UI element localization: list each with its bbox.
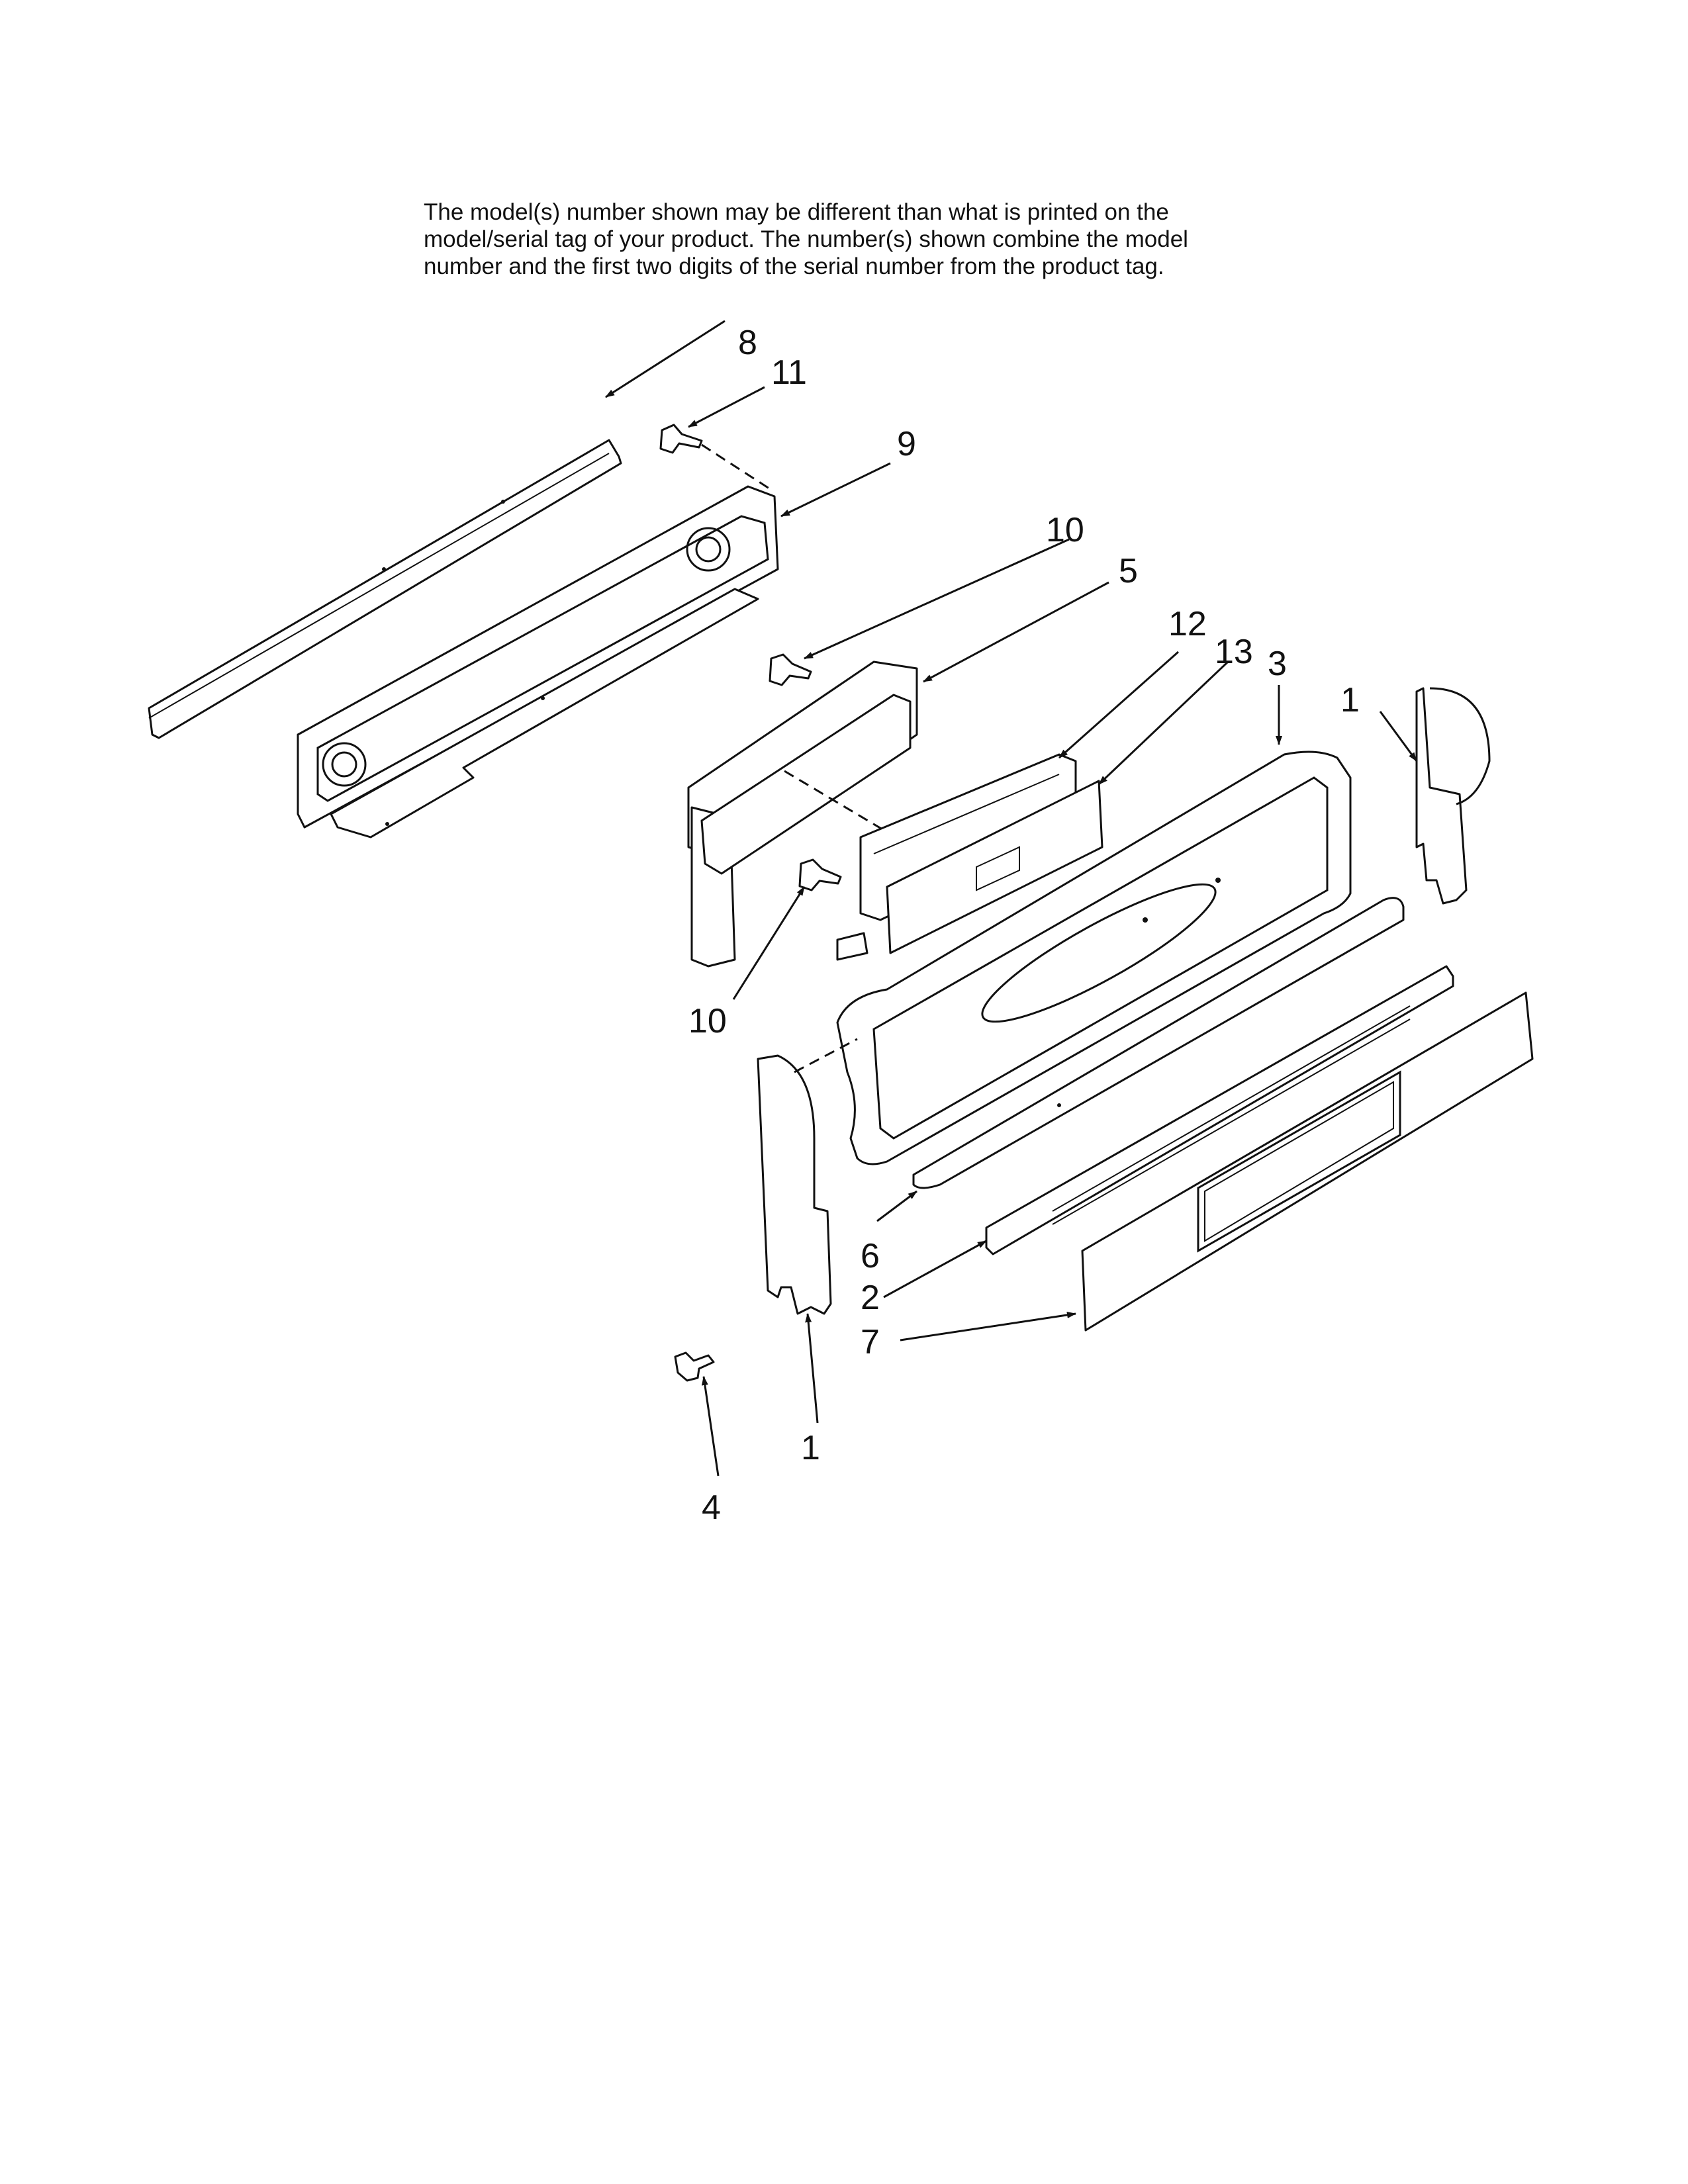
callout-4: 4 <box>702 1488 721 1527</box>
part-9-panel-frame <box>297 485 779 839</box>
leader-lines <box>605 320 1418 1477</box>
callout-2: 2 <box>861 1279 880 1317</box>
part-10-screw-upper <box>769 653 812 686</box>
callout-8: 8 <box>738 324 757 362</box>
part-7-front-panel <box>1081 991 1534 1332</box>
part-11-screw <box>659 424 772 491</box>
callout-1-left: 1 <box>801 1429 820 1467</box>
part-8-rear-panel <box>148 439 622 739</box>
part-6-trim <box>912 897 1405 1189</box>
callout-9: 9 <box>897 425 916 463</box>
notice-line-1: The model(s) number shown may be differe… <box>424 199 1169 225</box>
callout-12: 12 <box>1168 605 1207 643</box>
callout-10-bottom: 10 <box>688 1002 727 1040</box>
callout-labels: 8 11 9 10 5 12 13 3 1 10 6 2 7 1 4 <box>688 324 1360 1527</box>
model-notice: The model(s) number shown may be differe… <box>424 199 1311 280</box>
part-1-bracket-left <box>757 1038 858 1315</box>
part-13-overlay <box>886 780 1103 954</box>
callout-3: 3 <box>1268 645 1287 683</box>
callout-11: 11 <box>771 353 807 392</box>
part-3-console <box>836 751 1352 1165</box>
callout-5: 5 <box>1119 552 1138 590</box>
callout-10-top: 10 <box>1046 511 1084 549</box>
callout-13: 13 <box>1215 633 1253 671</box>
callout-7: 7 <box>861 1323 880 1361</box>
part-5-housing <box>687 660 918 968</box>
part-1-bracket-right <box>1415 687 1491 905</box>
callout-6: 6 <box>861 1237 880 1275</box>
callout-1-right: 1 <box>1340 681 1360 719</box>
part-10-screw-lower <box>798 858 842 891</box>
part-4-screw <box>674 1351 715 1382</box>
notice-line-2: model/serial tag of your product. The nu… <box>424 226 1188 252</box>
notice-line-3: number and the first two digits of the s… <box>424 253 1164 279</box>
